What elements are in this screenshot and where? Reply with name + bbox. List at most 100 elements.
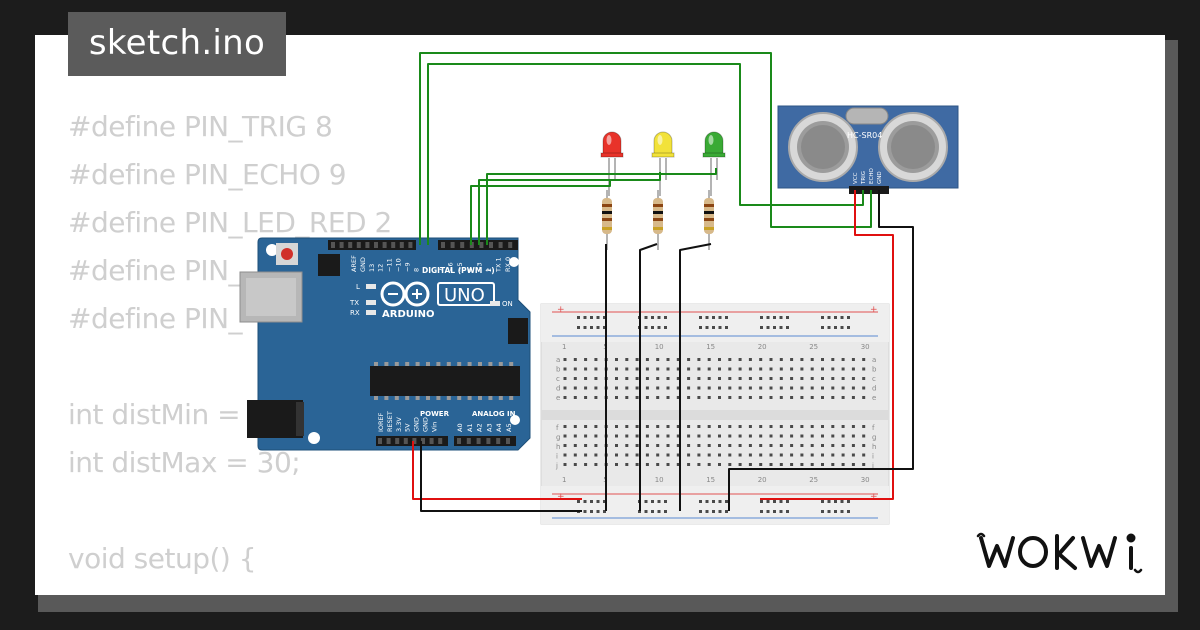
top-pin-label: AREF xyxy=(350,255,358,272)
code-line: int distMax = 30; xyxy=(68,446,301,479)
wokwi-logo: WOKWi xyxy=(975,526,1155,578)
code-line: #define PIN_ xyxy=(68,254,243,287)
breadboard-row-label: b xyxy=(872,366,877,374)
breadboard-row-label: h xyxy=(872,443,876,451)
breadboard-row-label: d xyxy=(556,385,560,393)
bottom-pin-label: A1 xyxy=(466,423,474,432)
code-line: #define PIN_TRIG 8 xyxy=(68,110,333,143)
top-pin-label: 12 xyxy=(377,264,385,272)
wire-gnd[interactable] xyxy=(420,441,582,512)
breadboard-row-label: a xyxy=(556,356,560,364)
board-model-label: UNO xyxy=(444,285,485,306)
breadboard-row-label: f xyxy=(556,424,559,432)
board-brand-label: ARDUINO xyxy=(382,309,434,320)
filename-tab: sketch.ino xyxy=(68,12,286,76)
wire-led-green[interactable] xyxy=(486,168,717,245)
breadboard-column-label: 10 xyxy=(655,343,664,351)
breadboard-column-label: 30 xyxy=(861,476,870,484)
wire-5v[interactable] xyxy=(412,441,582,500)
sensor-pin-label: TRIG xyxy=(861,171,867,185)
bottom-pin-label: GND xyxy=(413,417,421,432)
breadboard-row-label: b xyxy=(556,366,561,374)
breadboard-row-label: d xyxy=(872,385,876,393)
resistor[interactable] xyxy=(653,190,663,250)
wires[interactable] xyxy=(412,52,914,512)
code-line: #define PIN_ECHO 9 xyxy=(68,158,347,191)
bottom-pin-label: A4 xyxy=(495,423,503,432)
power-header-label: POWER xyxy=(420,410,450,418)
top-pin-label: RX 0 xyxy=(504,257,512,272)
top-pin-label: 4 xyxy=(466,268,474,272)
top-pin-label: 13 xyxy=(368,264,376,272)
breadboard-row-label: g xyxy=(872,434,876,442)
wire-sensor-gnd[interactable] xyxy=(728,190,914,511)
top-pin-label: TX 1 xyxy=(495,257,503,273)
code-preview: #define PIN_TRIG 8 #define PIN_ECHO 9 #def… xyxy=(68,103,579,595)
top-pin-label: GND xyxy=(359,257,367,272)
breadboard-holes xyxy=(563,316,866,513)
bottom-pin-label: A0 xyxy=(456,423,464,432)
wire-led-yellow-gnd[interactable] xyxy=(639,243,658,511)
bottom-pin-label: RESET xyxy=(386,411,394,432)
svg-text:+: + xyxy=(870,492,878,502)
resistor[interactable] xyxy=(602,190,612,250)
led-label-tx: TX xyxy=(349,299,359,307)
bottom-pin-label: 3.3V xyxy=(395,417,403,432)
top-pin-label: 8 xyxy=(412,268,420,272)
wire-trig[interactable] xyxy=(419,52,872,245)
breadboard-row-label: j xyxy=(555,462,558,470)
breadboard-column-label: 1 xyxy=(562,476,566,484)
code-line: pinMode(PIN_LED_GREEN, OUTPUT); xyxy=(68,583,579,595)
code-line: int distMin = xyxy=(68,398,249,431)
breadboard-column-label: 20 xyxy=(758,343,767,351)
top-pin-label: ~6 xyxy=(447,262,455,272)
svg-text:+: + xyxy=(870,305,878,315)
led-red[interactable] xyxy=(600,131,624,196)
breadboard-column-label: 25 xyxy=(809,476,818,484)
analog-header-label: ANALOG IN xyxy=(472,410,516,418)
svg-text:+: + xyxy=(557,305,565,315)
breadboard-column-label: 25 xyxy=(809,343,818,351)
bottom-pin-label: GND xyxy=(422,417,430,432)
sensor-pin-label: ECHO xyxy=(869,168,875,184)
breadboard-row-label: c xyxy=(872,375,876,383)
bottom-pin-label: A2 xyxy=(476,423,484,432)
top-pin-label: ~5 xyxy=(456,262,464,272)
wire-echo[interactable] xyxy=(427,63,864,245)
led-green[interactable] xyxy=(702,131,726,196)
breadboard-row-label: g xyxy=(556,434,560,442)
wire-led-green-gnd[interactable] xyxy=(679,243,712,511)
sensor-pin-label: VCC xyxy=(853,172,859,184)
code-line: #define PIN_LED_RED 2 xyxy=(68,206,392,239)
breadboard-column-label: 30 xyxy=(861,343,870,351)
breadboard-row-label: a xyxy=(872,356,876,364)
top-pin-label: 2 xyxy=(485,268,493,272)
wire-led-red[interactable] xyxy=(470,180,611,245)
wire-vcc[interactable] xyxy=(760,190,894,500)
breadboard-row-label: j xyxy=(871,462,874,470)
breadboard-row-label: e xyxy=(556,394,560,402)
code-line: #define PIN_ xyxy=(68,302,243,335)
bottom-pin-label: IOREF xyxy=(377,412,385,432)
breadboard-column-label: 20 xyxy=(758,476,767,484)
top-pin-label: ~9 xyxy=(403,262,411,272)
breadboard-row-label: i xyxy=(556,453,558,461)
bottom-pin-label: A3 xyxy=(485,423,493,432)
breadboard-row-label: c xyxy=(556,375,560,383)
led-label-l: L xyxy=(356,283,360,291)
led-yellow[interactable] xyxy=(651,131,675,196)
bottom-pin-label: A5 xyxy=(505,423,513,432)
top-pin-label: ~11 xyxy=(386,258,394,272)
breadboard-column-label: 15 xyxy=(706,343,715,351)
bottom-pin-label: 5V xyxy=(404,423,412,432)
breadboard-row-label: f xyxy=(872,424,875,432)
resistor[interactable] xyxy=(704,190,714,250)
arduino-infinity-icon xyxy=(380,281,430,307)
wire-led-yellow[interactable] xyxy=(478,172,661,245)
breadboard-row-label: h xyxy=(556,443,560,451)
digital-header-label: DIGITAL (PWM ~) xyxy=(422,266,495,275)
